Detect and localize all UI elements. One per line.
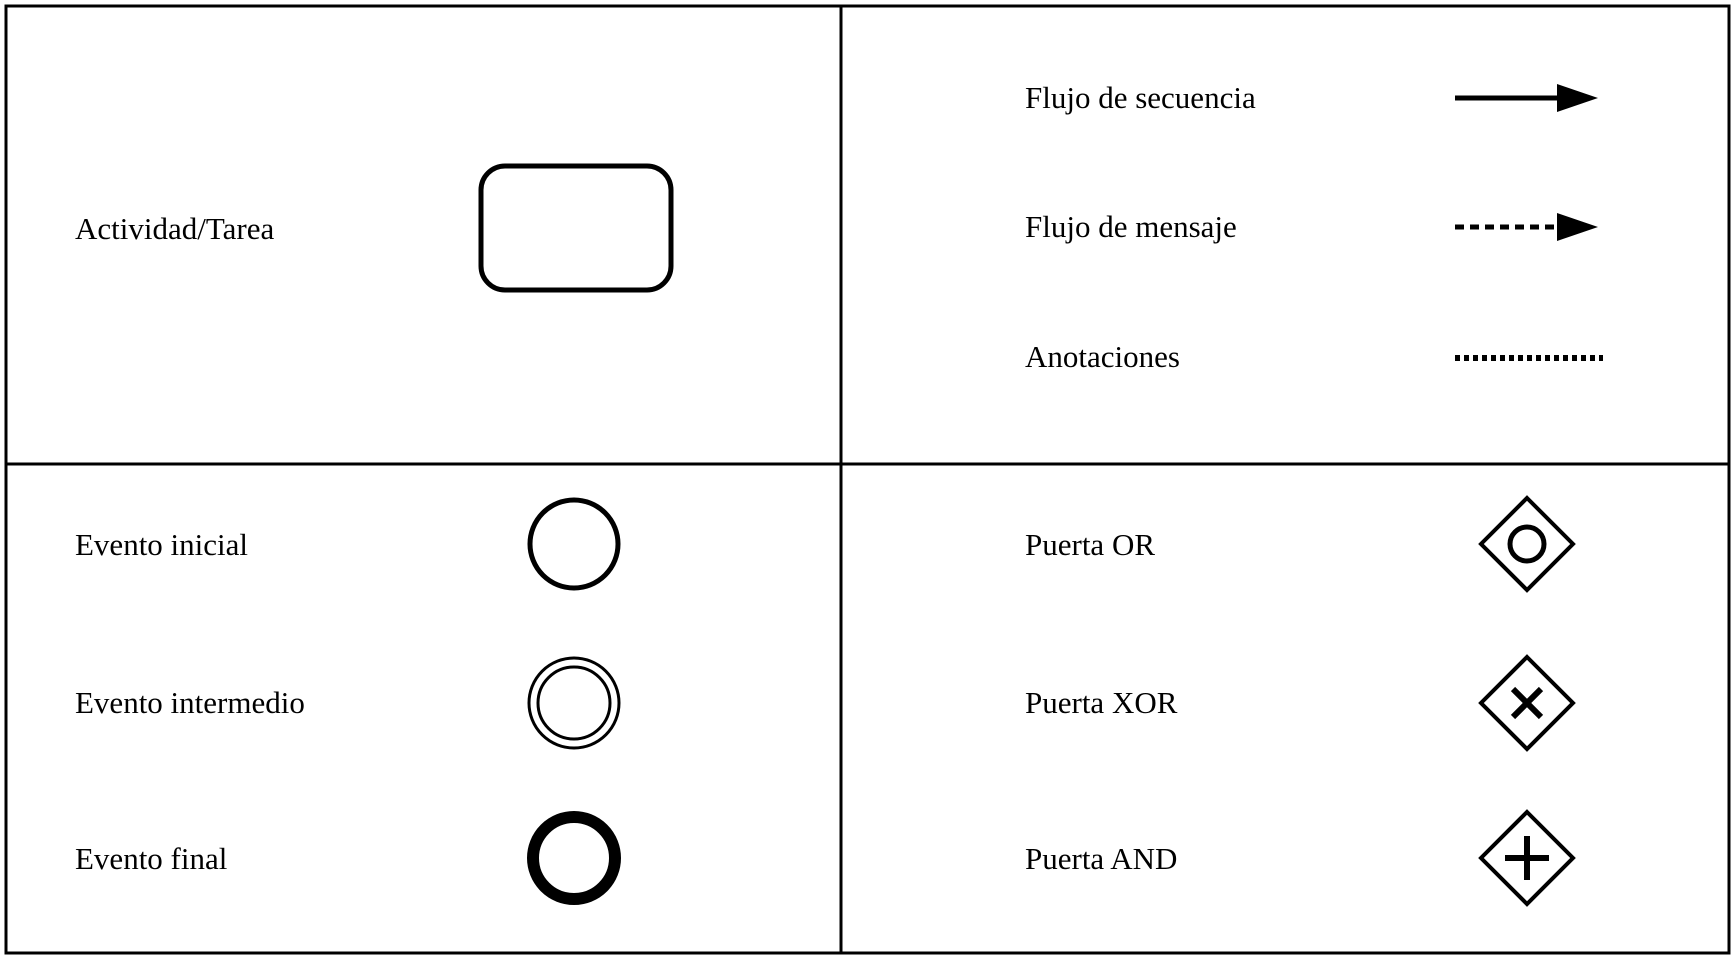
dashed-arrow-icon	[1455, 213, 1598, 241]
rounded-rectangle-icon	[478, 163, 674, 293]
solid-arrow-icon	[1455, 84, 1598, 112]
diamond-circle-icon	[1478, 495, 1576, 593]
activity-label: Actividad/Tarea	[75, 211, 275, 246]
diamond-plus-icon	[1478, 809, 1576, 907]
diamond-x-icon	[1478, 654, 1576, 752]
end-event-label: Evento final	[75, 841, 228, 876]
thick-circle-icon	[527, 811, 621, 905]
dotted-line-icon	[1455, 355, 1603, 361]
message-flow-label: Flujo de mensaje	[1025, 209, 1237, 244]
xor-gateway-label: Puerta XOR	[1025, 685, 1178, 720]
intermediate-event-label: Evento intermedio	[75, 685, 305, 720]
thin-circle-icon	[527, 497, 621, 591]
or-gateway-label: Puerta OR	[1025, 527, 1156, 562]
start-event-label: Evento inicial	[75, 527, 249, 562]
and-gateway-label: Puerta AND	[1025, 841, 1178, 876]
sequence-flow-label: Flujo de secuencia	[1025, 80, 1256, 115]
annotations-label: Anotaciones	[1025, 339, 1180, 374]
table-border	[4, 4, 1731, 955]
double-circle-icon	[527, 656, 621, 750]
